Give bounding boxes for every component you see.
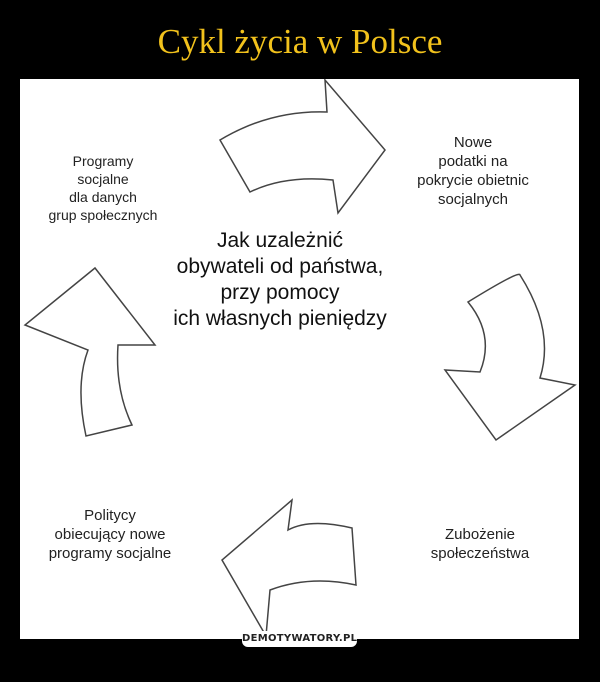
center-line: ich własnych pieniędzy — [173, 307, 387, 330]
step-line: podatki na — [438, 153, 508, 170]
arrow-left-icon — [221, 498, 357, 639]
arrow-right-icon — [218, 79, 386, 215]
step-line: obiecujący nowe — [54, 526, 166, 543]
step-line: pokrycie obietnic — [417, 172, 529, 189]
step-line: programy socjalne — [48, 545, 172, 562]
step-line: Nowe — [453, 134, 493, 151]
diagram-panel — [20, 79, 579, 639]
watermark: DEMOTYWATORY.PL — [242, 631, 357, 647]
step-line: grup społecznych — [48, 207, 158, 223]
step-line: socjalne — [77, 171, 129, 187]
arrow-down-icon — [443, 273, 577, 442]
center-line: przy pomocy — [220, 281, 340, 304]
step-line: dla danych — [69, 189, 137, 205]
arrow-up-icon — [23, 266, 157, 437]
center-line: Jak uzależnić — [216, 229, 344, 252]
step-line: Zubożenie — [444, 526, 516, 543]
meme-title: Cykl życia w Polsce — [157, 22, 443, 61]
step-impoverishment: Zubożenie społeczeństwa — [400, 525, 560, 563]
step-social-programs: Programy socjalne dla danych grup społec… — [28, 152, 178, 224]
step-line: Politycy — [84, 507, 136, 524]
step-line: Programy — [72, 153, 134, 169]
cycle-arrows — [23, 79, 577, 639]
step-new-taxes: Nowe podatki na pokrycie obietnic socjal… — [388, 133, 558, 209]
center-line: obywateli od państwa, — [176, 255, 384, 278]
step-line: socjalnych — [437, 191, 509, 208]
center-text: Jak uzależnić obywateli od państwa, przy… — [150, 228, 410, 332]
step-politicians: Politycy obiecujący nowe programy socjal… — [25, 506, 195, 563]
step-line: społeczeństwa — [430, 545, 530, 562]
